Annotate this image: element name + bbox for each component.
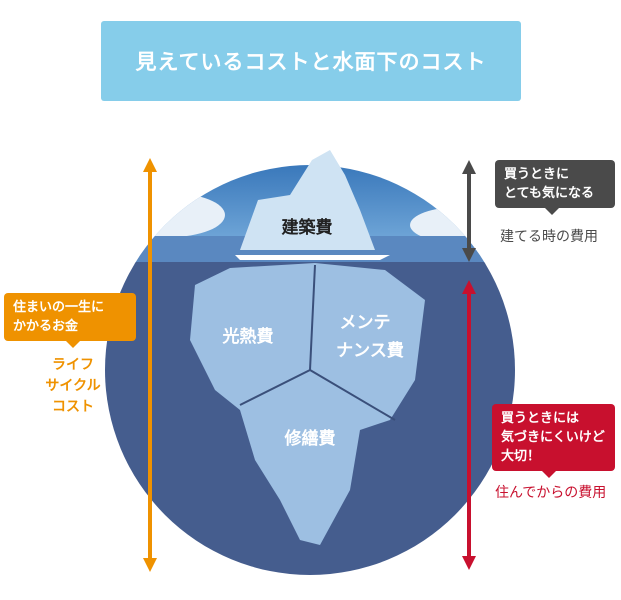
iceberg-top bbox=[240, 150, 375, 250]
label-line: ライフ bbox=[52, 357, 94, 373]
label-repair: 修繕費 bbox=[284, 428, 336, 449]
hidden-cost-label: 住んでからの費用 bbox=[495, 485, 607, 501]
hidden-cost-bubble: 買うときには 気づきにくいけど 大切！ bbox=[492, 404, 615, 478]
label-maintenance-1: メンテ bbox=[340, 313, 391, 333]
page-title: 見えているコストと水面下のコスト bbox=[101, 21, 521, 101]
lifecycle-label: ライフ サイクル コスト bbox=[30, 355, 116, 418]
bubble-line: かかるお金 bbox=[13, 319, 79, 334]
label-utilities: 光熱費 bbox=[222, 326, 274, 347]
label-maintenance-2: ナンス費 bbox=[336, 340, 404, 361]
bubble-line: 住まいの一生に bbox=[13, 300, 105, 315]
lifecycle-bubble: 住まいの一生に かかるお金 bbox=[4, 293, 136, 348]
visible-cost-label: 建てる時の費用 bbox=[500, 229, 598, 245]
cloud bbox=[115, 193, 225, 237]
bubble-line: とても気になる bbox=[504, 186, 594, 201]
label-line: サイクル bbox=[45, 378, 101, 394]
label-line: コスト bbox=[52, 399, 94, 415]
bubble-line: 気づきにくいけど bbox=[501, 430, 605, 445]
bubble-line: 大切！ bbox=[501, 449, 541, 464]
label-construction: 建築費 bbox=[282, 217, 333, 238]
iceberg-underwater bbox=[190, 263, 425, 545]
bubble-line: 買うときに bbox=[504, 167, 570, 182]
bubble-line: 買うときには bbox=[501, 411, 580, 426]
visible-cost-bubble: 買うときに とても気になる bbox=[495, 160, 615, 215]
